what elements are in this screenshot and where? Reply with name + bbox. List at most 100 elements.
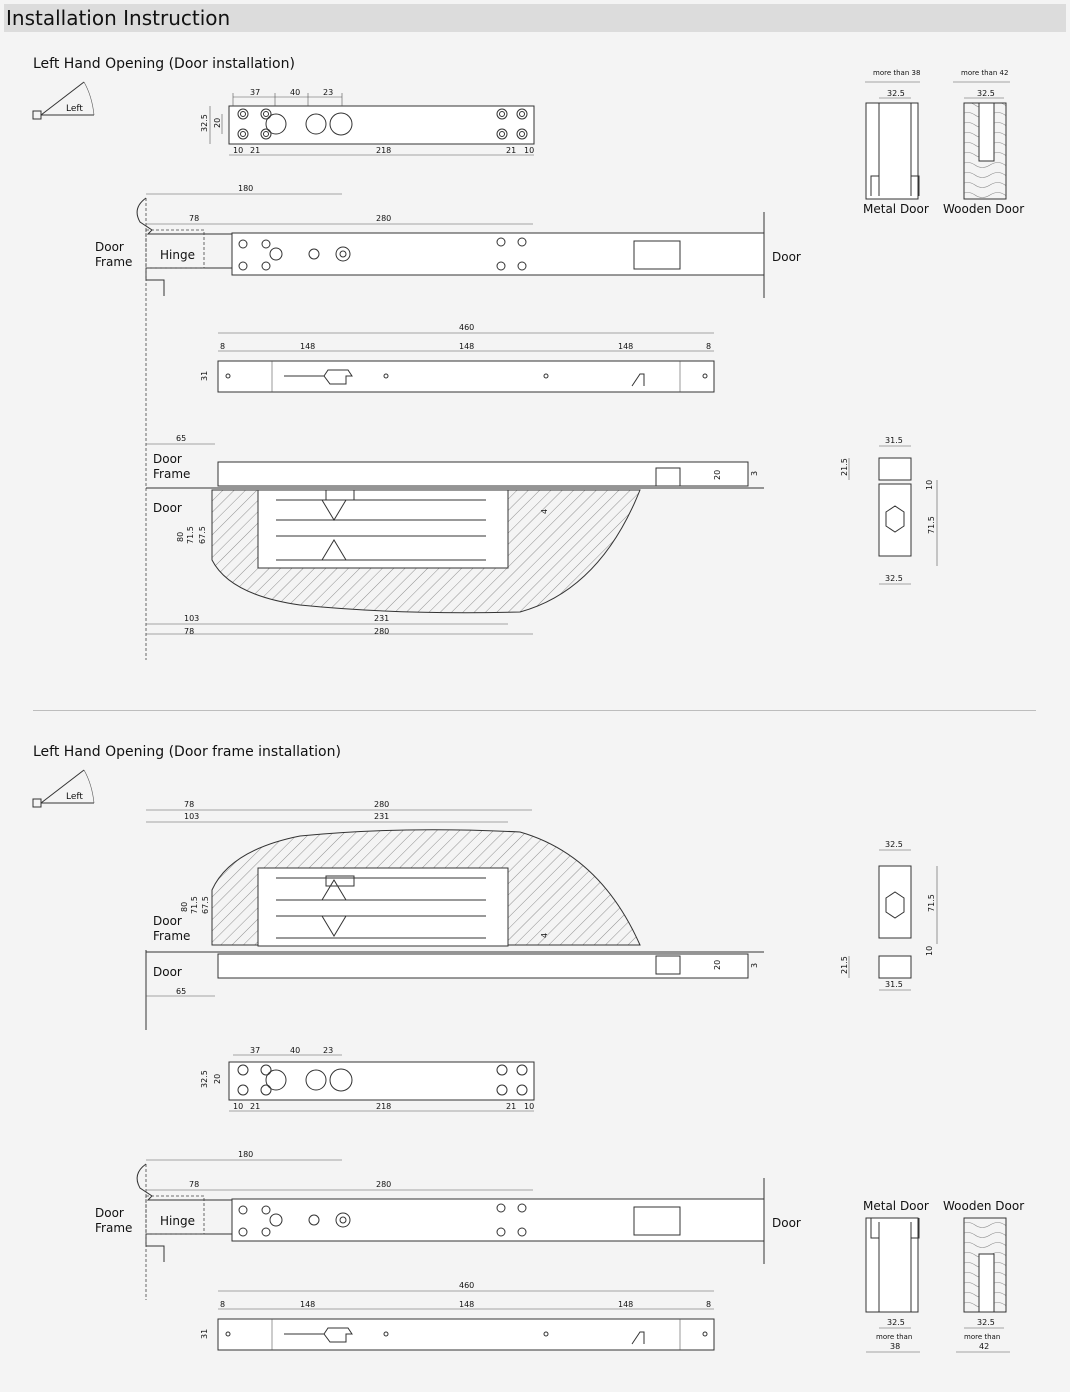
dim-103: 103 — [184, 614, 199, 623]
dim-32-5: 32.5 — [885, 840, 903, 849]
dim-32-5: 32.5 — [200, 1070, 209, 1088]
door-label: Door — [772, 1216, 801, 1230]
dim-32-5: 32.5 — [977, 89, 995, 98]
dim-20: 20 — [213, 118, 222, 128]
section-title-door-installation: Left Hand Opening (Door installation) — [33, 56, 295, 72]
hinge-label: Hinge — [160, 1214, 195, 1228]
slide-rail-view: 460 8 148 148 148 8 31 — [200, 1281, 715, 1351]
dim-148: 148 — [300, 342, 315, 351]
door-frame-label: Frame — [153, 467, 190, 481]
dim-31-5: 31.5 — [885, 436, 903, 445]
dim-23: 23 — [323, 1046, 333, 1055]
dim-21: 21 — [250, 146, 260, 155]
dim-8: 8 — [706, 342, 711, 351]
dim-31: 31 — [200, 1329, 209, 1339]
end-section-view: 31.5 21.5 10 71.5 32.5 — [840, 436, 938, 585]
wooden-door-label: Wooden Door — [943, 1199, 1024, 1213]
dim-37: 37 — [250, 88, 260, 97]
dim-20: 20 — [713, 470, 722, 480]
dim-31: 31 — [200, 371, 209, 381]
section-title-frame-installation: Left Hand Opening (Door frame installati… — [33, 744, 341, 760]
dim-280: 280 — [374, 627, 389, 636]
value-42: 42 — [979, 1342, 989, 1351]
dim-148: 148 — [618, 342, 633, 351]
door-frame-label: Frame — [95, 1221, 132, 1235]
door-frame-label: Door — [153, 452, 182, 466]
dim-71-5: 71.5 — [190, 896, 199, 914]
left-label: Left — [66, 792, 83, 802]
dim-8: 8 — [220, 1300, 225, 1309]
page-header: Installation Instruction — [4, 4, 1066, 32]
dim-20: 20 — [213, 1074, 222, 1084]
wooden-door-label: Wooden Door — [943, 202, 1024, 216]
hinge-label: Hinge — [160, 248, 195, 262]
value-38: 38 — [890, 1342, 900, 1351]
dim-103: 103 — [184, 812, 199, 821]
dim-40: 40 — [290, 88, 300, 97]
dim-4: 4 — [540, 509, 549, 514]
metal-door-label: Metal Door — [863, 1199, 929, 1213]
dim-37: 37 — [250, 1046, 260, 1055]
dim-67-5: 67.5 — [201, 896, 210, 914]
dim-32-5: 32.5 — [885, 574, 903, 583]
dim-80: 80 — [180, 902, 189, 912]
dim-32-5: 32.5 — [977, 1318, 995, 1327]
more-than-label: more than — [876, 1333, 912, 1341]
left-opening-icon: Left — [32, 81, 95, 120]
door-section-views: Metal Door Wooden Door 32.5 more than 38… — [863, 1199, 1024, 1353]
hinge-side-view: 180 78 280 Door Frame Hinge Door — [95, 1150, 801, 1300]
closer-cross-section: 65 Door Frame Door 80 71.5 67.5 20 3 4 1… — [146, 434, 764, 636]
closer-cross-section: 78 280 103 231 65 Door Frame Door 80 71.… — [145, 800, 764, 1030]
dim-10: 10 — [524, 146, 534, 155]
dim-21: 21 — [506, 146, 516, 155]
dim-10: 10 — [233, 146, 243, 155]
more-than-label: more than — [964, 1333, 1000, 1341]
metal-door-label: Metal Door — [863, 202, 929, 216]
door-label: Door — [153, 965, 182, 979]
dim-10: 10 — [925, 480, 934, 490]
left-label: Left — [66, 104, 83, 114]
dim-78: 78 — [189, 1180, 199, 1189]
dim-65: 65 — [176, 987, 186, 996]
dim-148: 148 — [300, 1300, 315, 1309]
dim-10: 10 — [524, 1102, 534, 1111]
door-frame-label: Frame — [95, 255, 132, 269]
dim-148: 148 — [618, 1300, 633, 1309]
page-title: Installation Instruction — [6, 6, 231, 30]
dim-231: 231 — [374, 812, 389, 821]
dim-218: 218 — [376, 146, 391, 155]
dim-71-5: 71.5 — [927, 894, 936, 912]
dim-218: 218 — [376, 1102, 391, 1111]
dim-3: 3 — [750, 471, 759, 476]
dim-78: 78 — [184, 627, 194, 636]
left-opening-icon: Left — [32, 769, 95, 808]
dim-21-5: 21.5 — [840, 956, 849, 974]
dim-32-5: 32.5 — [200, 114, 209, 132]
section-divider — [33, 710, 1036, 711]
dim-71-5: 71.5 — [927, 516, 936, 534]
dim-80: 80 — [176, 532, 185, 542]
dim-23: 23 — [323, 88, 333, 97]
dim-78: 78 — [184, 800, 194, 809]
dim-148: 148 — [459, 1300, 474, 1309]
more-than-42-label: more than 42 — [961, 69, 1008, 77]
door-frame-label: Door — [95, 240, 124, 254]
dim-67-5: 67.5 — [198, 526, 207, 544]
dim-280: 280 — [376, 1180, 391, 1189]
door-frame-label: Frame — [153, 929, 190, 943]
dim-148: 148 — [459, 342, 474, 351]
dim-21: 21 — [250, 1102, 260, 1111]
dim-231: 231 — [374, 614, 389, 623]
dim-10: 10 — [925, 946, 934, 956]
dim-21: 21 — [506, 1102, 516, 1111]
dim-180: 180 — [238, 184, 253, 193]
dim-71-5: 71.5 — [186, 526, 195, 544]
dim-32-5: 32.5 — [887, 1318, 905, 1327]
hinge-side-view: 180 78 280 Door Frame Hinge Door — [95, 184, 801, 660]
dim-78: 78 — [189, 214, 199, 223]
dim-65: 65 — [176, 434, 186, 443]
dim-21-5: 21.5 — [840, 458, 849, 476]
dim-460: 460 — [459, 1281, 474, 1290]
dim-10: 10 — [233, 1102, 243, 1111]
